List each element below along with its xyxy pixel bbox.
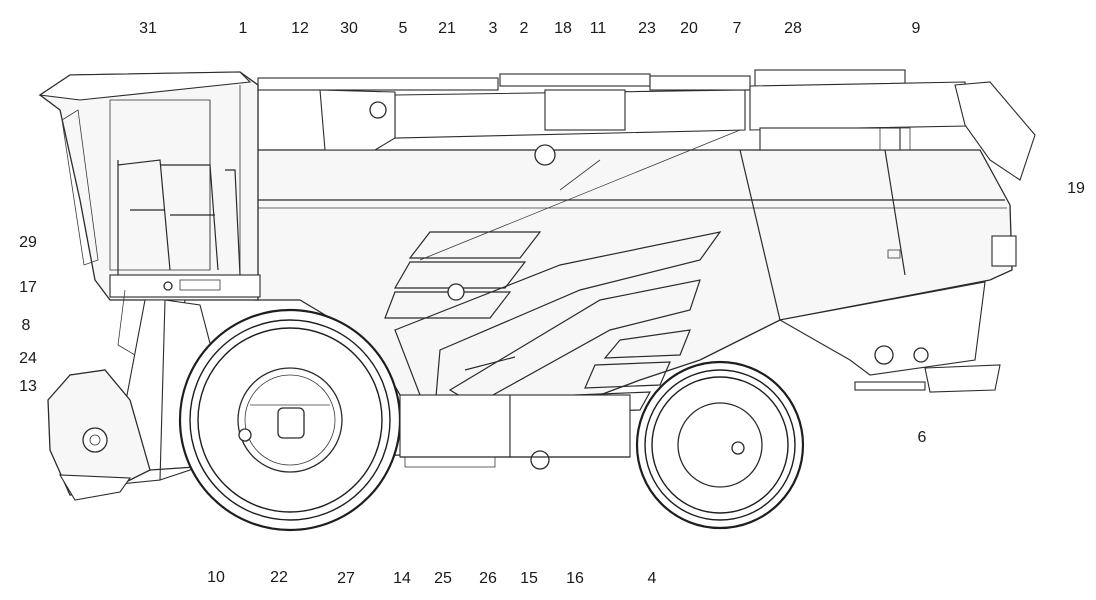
callout-2: 2 bbox=[520, 20, 529, 37]
callout-3: 3 bbox=[489, 20, 498, 37]
callout-9: 9 bbox=[912, 20, 921, 37]
callout-19: 19 bbox=[1067, 180, 1085, 197]
callout-13: 13 bbox=[19, 378, 37, 395]
lower-chassis bbox=[399, 394, 631, 470]
callout-17: 17 bbox=[19, 279, 37, 296]
callout-24: 24 bbox=[19, 350, 37, 367]
callout-5: 5 bbox=[399, 20, 408, 37]
callout-15: 15 bbox=[520, 570, 538, 587]
callout-25: 25 bbox=[434, 570, 452, 587]
callout-4: 4 bbox=[648, 570, 657, 587]
callout-10: 10 bbox=[207, 569, 225, 586]
callout-16: 16 bbox=[566, 570, 584, 587]
callout-14: 14 bbox=[393, 570, 411, 587]
callout-30: 30 bbox=[340, 20, 358, 37]
callout-31: 31 bbox=[139, 20, 157, 37]
callout-20: 20 bbox=[680, 20, 698, 37]
callout-23: 23 bbox=[638, 20, 656, 37]
callout-26: 26 bbox=[479, 570, 497, 587]
callout-28: 28 bbox=[784, 20, 802, 37]
callout-11: 11 bbox=[590, 20, 607, 37]
combine-body bbox=[254, 69, 1036, 401]
callout-12: 12 bbox=[291, 20, 309, 37]
callout-6: 6 bbox=[918, 429, 927, 446]
callout-18: 18 bbox=[554, 20, 572, 37]
operator-cab bbox=[38, 71, 261, 301]
callout-8: 8 bbox=[22, 317, 31, 334]
callout-27: 27 bbox=[337, 570, 355, 587]
callout-7: 7 bbox=[733, 20, 742, 37]
callout-22: 22 bbox=[270, 569, 288, 586]
rear-steer-wheel bbox=[635, 360, 805, 530]
callout-29: 29 bbox=[19, 234, 37, 251]
callout-21: 21 bbox=[438, 20, 456, 37]
callout-labels: 31 1 12 30 5 21 3 2 18 11 23 20 7 28 9 1… bbox=[19, 20, 1085, 587]
front-drive-wheel bbox=[178, 308, 402, 532]
callout-1: 1 bbox=[239, 20, 248, 37]
